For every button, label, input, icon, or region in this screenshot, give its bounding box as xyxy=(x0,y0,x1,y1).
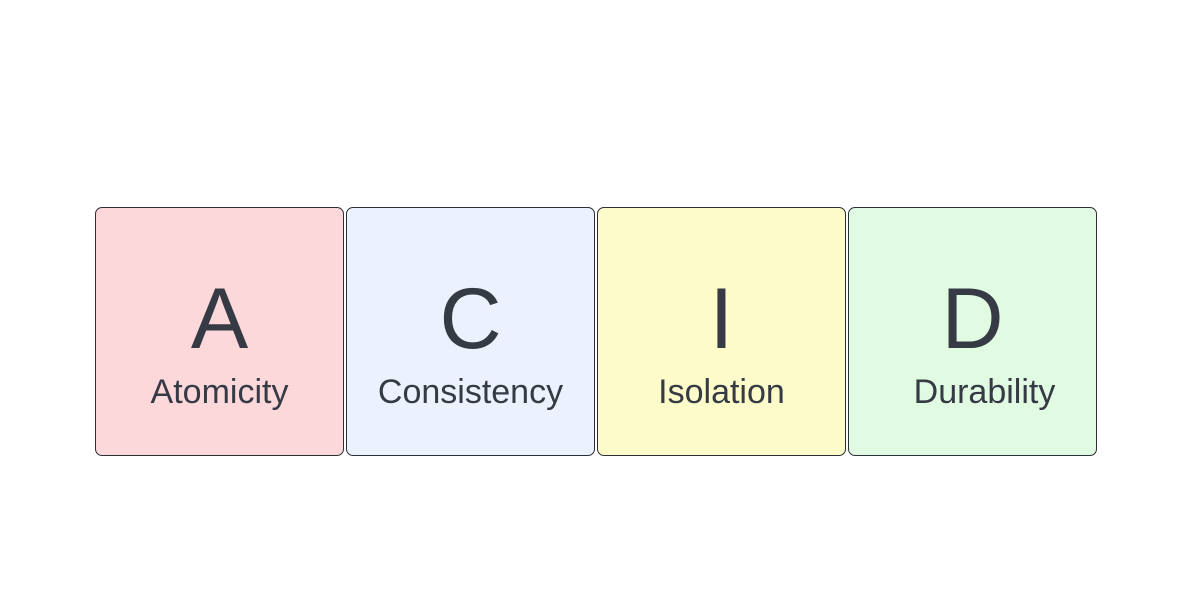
letter-c: C xyxy=(439,271,502,367)
acid-diagram: A Atomicity C Consistency I Isolation D … xyxy=(95,207,1099,459)
letter-i: I xyxy=(709,271,734,367)
label-isolation: Isolation xyxy=(658,373,785,411)
letter-a: A xyxy=(190,271,249,367)
card-isolation: I Isolation xyxy=(597,207,846,456)
card-consistency: C Consistency xyxy=(346,207,595,456)
label-durability: Durability xyxy=(913,373,1056,411)
card-durability: D Durability xyxy=(848,207,1097,456)
card-atomicity: A Atomicity xyxy=(95,207,344,456)
label-consistency: Consistency xyxy=(377,373,564,411)
letter-d: D xyxy=(941,271,1004,367)
label-atomicity: Atomicity xyxy=(150,373,289,411)
